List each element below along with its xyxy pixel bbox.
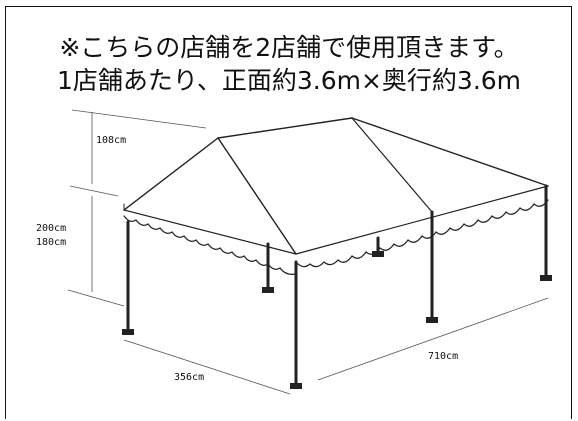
roof-front-gable: [123, 136, 297, 255]
foot-back-right: [540, 275, 552, 281]
roof-far-slope: [351, 117, 549, 187]
foot-back-mid: [372, 251, 384, 257]
heading-line-1: ※こちらの店舗を2店舗で使用頂きます。: [59, 33, 519, 62]
dim-label-eave-height-2: 180cm: [36, 237, 66, 248]
figure-frame: [5, 6, 572, 419]
dim-label-width: 356cm: [174, 372, 204, 383]
dim-height-roof-tick-bottom: [69, 185, 119, 197]
roof-ridge: [217, 117, 353, 139]
foot-side-mid: [426, 317, 438, 323]
roof-middle-seam: [351, 117, 433, 213]
dim-label-length: 710cm: [428, 351, 458, 362]
foot-front-right: [290, 383, 302, 389]
dim-height-eave-tick-bottom: [67, 289, 125, 307]
dim-length-line: [317, 297, 549, 381]
foot-back-left: [262, 287, 274, 293]
valance-side: [295, 185, 549, 268]
heading-line-2: 1店舗あたり、正面約3.6m×奥行約3.6m: [56, 66, 522, 95]
valance-front: [123, 209, 297, 275]
foot-front-left: [122, 329, 134, 335]
dim-label-roof-height: 108cm: [96, 135, 126, 146]
dim-width-line: [123, 339, 291, 395]
dim-height-roof-tick-top: [71, 109, 207, 129]
dim-label-eave-height-1: 200cm: [36, 223, 66, 234]
